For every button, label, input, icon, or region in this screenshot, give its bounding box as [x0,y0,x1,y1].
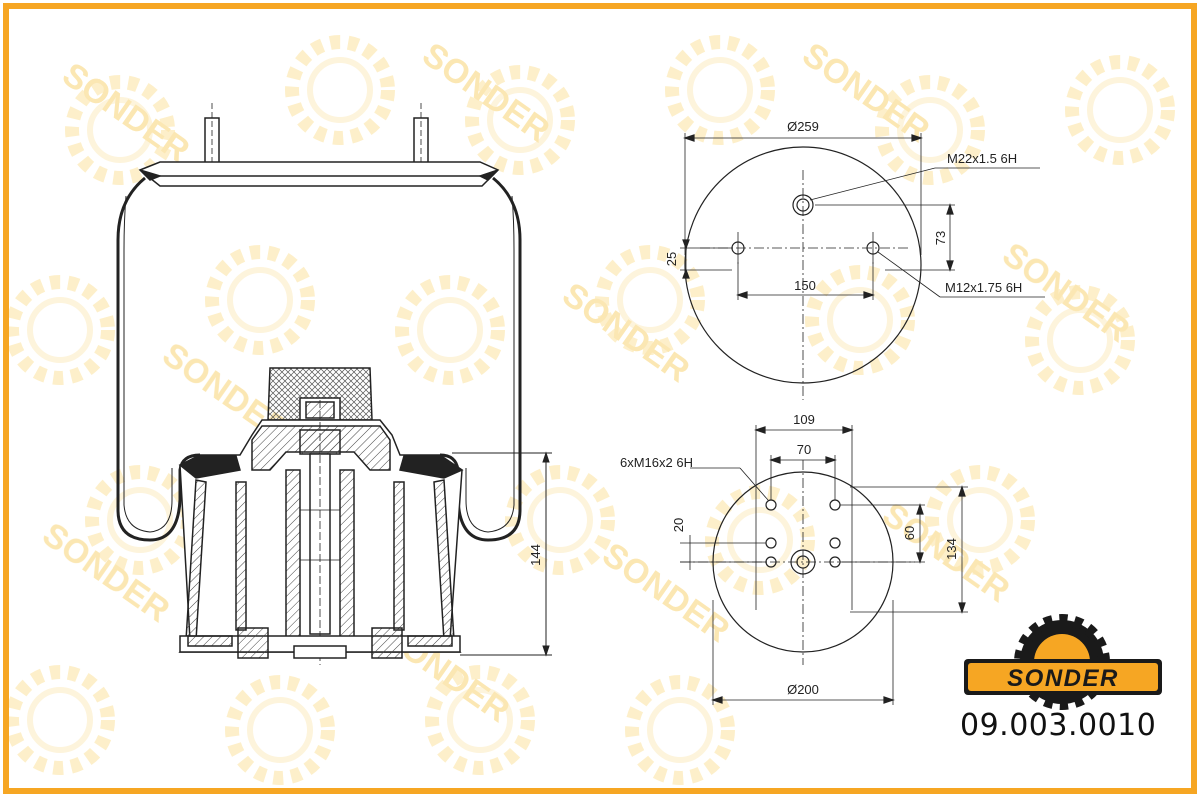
bottom-view-plate [680,425,968,705]
height-label: 144 [528,544,543,566]
bottom-diameter-label: Ø200 [787,682,819,697]
dim-20-label: 20 [671,518,686,532]
dim-25-label: 25 [664,252,679,266]
sonder-logo: SONDER [964,614,1162,710]
side-thread-label: M12x1.75 6H [945,280,1022,295]
top-diameter-label: Ø259 [787,119,819,134]
part-number: 09.003.0010 [960,708,1157,743]
page-border [3,3,1197,794]
dim-150-label: 150 [794,278,816,293]
dimension-height [452,451,552,657]
logo-text: SONDER [1007,665,1119,692]
top-view-plate [680,133,1045,400]
center-thread-label: M22x1.5 6H [947,151,1017,166]
dim-73-label: 73 [933,231,948,245]
side-view-air-spring [116,103,522,665]
dim-60-label: 60 [902,526,917,540]
dim-134-label: 134 [944,538,959,560]
bottom-thread-label: 6xM16x2 6H [620,455,693,470]
dim-109-label: 109 [793,412,815,427]
dim-70-label: 70 [797,442,811,457]
